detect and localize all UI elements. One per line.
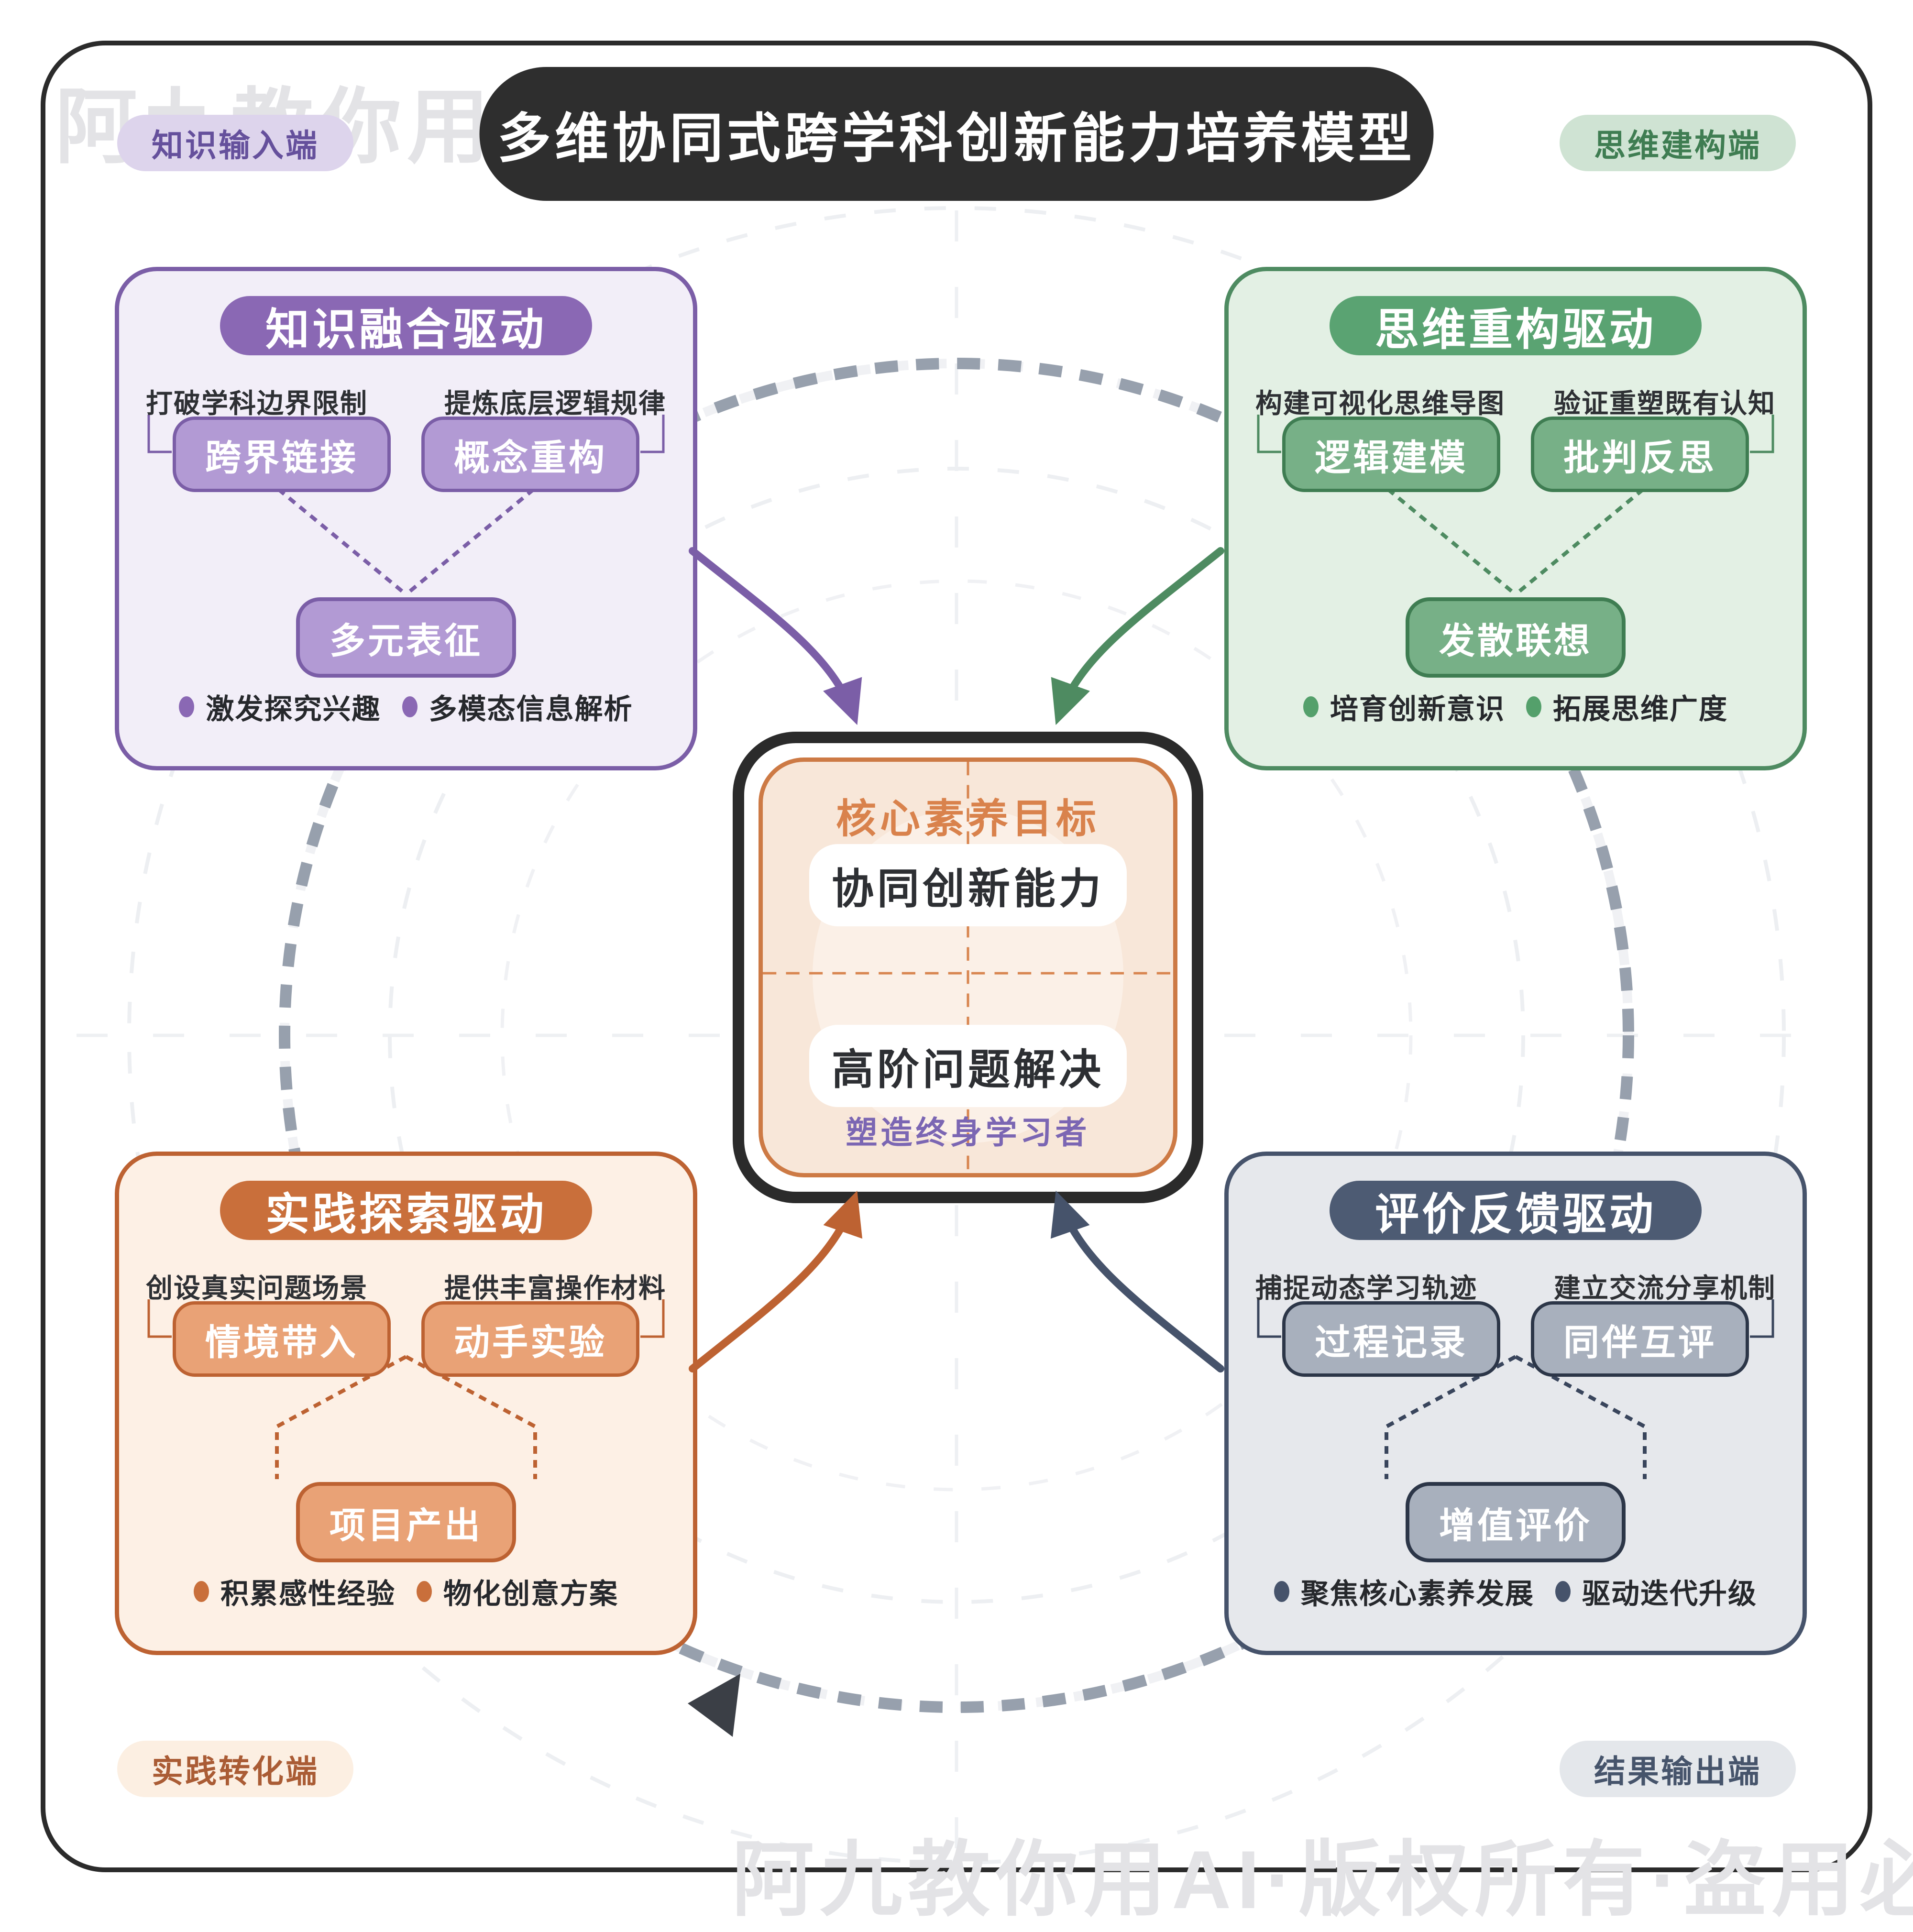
quadrant-label-right: 提供丰富操作材料: [444, 1273, 666, 1303]
badge-thinking-construction: 思维建构端: [1560, 115, 1796, 171]
bullet-item: 积累感性经验: [193, 1571, 396, 1612]
chip: 动手实验: [421, 1301, 639, 1377]
quadrant-label-right: 建立交流分享机制: [1554, 1273, 1776, 1303]
hub-pill-problem-solving: 高阶问题解决: [809, 1025, 1127, 1107]
quadrant-label-left: 打破学科边界限制: [146, 388, 368, 418]
bullet-item: 激发探究兴趣: [179, 686, 381, 727]
chip: 情境带入: [173, 1301, 391, 1377]
ring-arrowhead: [688, 1674, 740, 1737]
merge-chip: 发散联想: [1406, 597, 1626, 678]
quadrant-label-left: 捕捉动态学习轨迹: [1255, 1273, 1477, 1303]
bullet-dot: [179, 696, 195, 717]
merge-chip: 增值评价: [1406, 1482, 1626, 1562]
bullet-dot: [402, 696, 418, 717]
bullet-item: 物化创意方案: [417, 1571, 618, 1612]
bullet-item: 拓展思维广度: [1526, 686, 1728, 727]
badge-result-output: 结果输出端: [1560, 1741, 1796, 1797]
page-title: 多维协同式跨学科创新能力培养模型: [497, 109, 1416, 168]
chip: 过程记录: [1282, 1301, 1500, 1377]
chip: 概念重构: [421, 417, 639, 492]
chip: 同伴互评: [1531, 1301, 1749, 1377]
quadrant-label-left: 构建可视化思维导图: [1255, 388, 1505, 418]
quadrant-knowledge-fusion: 知识融合驱动 打破学科边界限制 提炼底层逻辑规律 跨界链接 概念重构 多元表征 …: [115, 267, 697, 770]
bullet-dot: [417, 1581, 432, 1602]
quadrant-label-left: 创设真实问题场景: [146, 1273, 368, 1303]
bullet-item: 聚焦核心素养发展: [1274, 1571, 1534, 1612]
chip: 跨界链接: [173, 417, 391, 492]
bullet-item: 多模态信息解析: [402, 686, 633, 727]
hub-footer: 塑造终身学习者: [846, 1115, 1090, 1150]
quadrant-evaluation-feedback: 评价反馈驱动 捕捉动态学习轨迹 建立交流分享机制 过程记录 同伴互评 增值评价 …: [1224, 1152, 1807, 1655]
bullet-dot: [1303, 696, 1319, 717]
bullet-dot: [1555, 1581, 1571, 1602]
title-bar: 多维协同式跨学科创新能力培养模型: [479, 67, 1434, 201]
quadrant-header: 知识融合驱动: [220, 296, 592, 355]
quadrant-header: 思维重构驱动: [1330, 296, 1702, 355]
bullet-item: 培育创新意识: [1303, 686, 1505, 727]
quadrant-thinking-restructure: 思维重构驱动 构建可视化思维导图 验证重塑既有认知 逻辑建模 批判反思 发散联想…: [1224, 267, 1807, 770]
quadrant-label-right: 提炼底层逻辑规律: [444, 388, 666, 418]
badge-practice-transformation: 实践转化端: [117, 1741, 353, 1797]
chip: 逻辑建模: [1282, 417, 1500, 492]
center-hub: 核心素养目标 协同创新能力 高阶问题解决 塑造终身学习者: [733, 732, 1203, 1203]
center-hub-inner: 核心素养目标 协同创新能力 高阶问题解决 塑造终身学习者: [759, 757, 1177, 1177]
bullet-item: 驱动迭代升级: [1555, 1571, 1757, 1612]
merge-chip: 多元表征: [296, 597, 516, 678]
merge-chip: 项目产出: [296, 1482, 516, 1562]
chip: 批判反思: [1531, 417, 1749, 492]
quadrant-label-right: 验证重塑既有认知: [1554, 388, 1776, 418]
bullet-dot: [1526, 696, 1541, 717]
quadrant-practice-exploration: 实践探索驱动 创设真实问题场景 提供丰富操作材料 情境带入 动手实验 项目产出 …: [115, 1152, 697, 1655]
watermark-bottom: 阿九教你用AI·版权所有·盗用必究: [732, 1834, 1913, 1926]
hub-title: 核心素养目标: [836, 796, 1100, 841]
hub-pill-collaborative-innovation: 协同创新能力: [809, 844, 1127, 926]
bullet-dot: [1274, 1581, 1289, 1602]
bullet-dot: [193, 1581, 209, 1602]
quadrant-header: 实践探索驱动: [220, 1181, 592, 1240]
badge-knowledge-input: 知识输入端: [117, 115, 353, 171]
quadrant-header: 评价反馈驱动: [1330, 1181, 1702, 1240]
